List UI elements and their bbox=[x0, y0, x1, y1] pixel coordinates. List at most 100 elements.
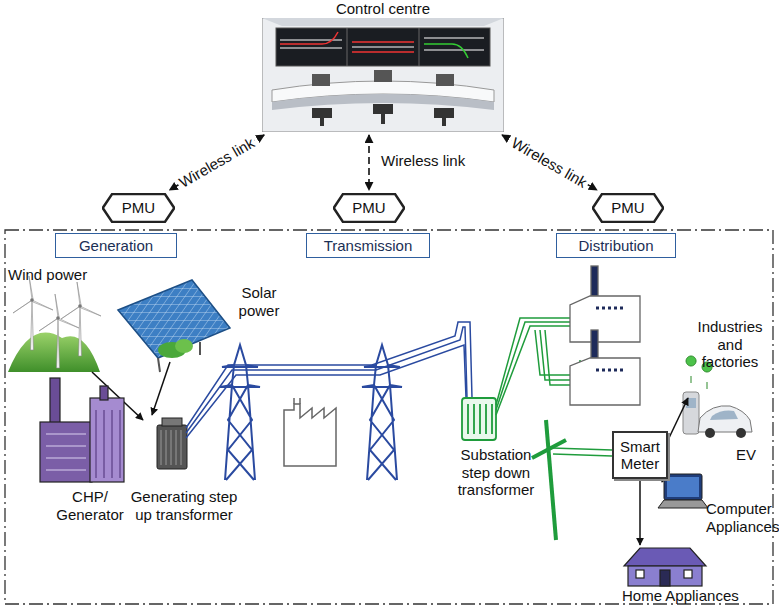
part-label: Substation step down transformer bbox=[448, 446, 544, 499]
wind-farm bbox=[39, 294, 79, 368]
factory bbox=[591, 330, 598, 358]
solar-panel bbox=[118, 280, 230, 372]
pmu-hexagon: PMU bbox=[333, 193, 405, 223]
solar-panel bbox=[175, 339, 193, 353]
part-label: CHP/ Generator bbox=[44, 488, 136, 523]
step-up-transformer bbox=[157, 425, 187, 469]
node-text: PMU bbox=[611, 199, 644, 216]
laptop bbox=[664, 474, 702, 500]
chp-generator bbox=[46, 434, 86, 470]
step-up-transformer bbox=[162, 418, 182, 426]
ev-charger-and-car bbox=[710, 411, 738, 420]
node-text: PMU bbox=[352, 199, 385, 216]
house bbox=[624, 548, 706, 586]
control-room-illustration bbox=[352, 42, 414, 52]
ev-charger-and-car bbox=[736, 428, 746, 438]
house bbox=[636, 570, 644, 578]
chp-generator bbox=[90, 398, 124, 482]
control-room-illustration bbox=[424, 44, 468, 58]
step-down-transformer bbox=[462, 398, 496, 440]
laptop bbox=[658, 500, 708, 508]
step-up-transformer bbox=[157, 418, 187, 469]
wind-farm bbox=[8, 276, 101, 372]
control-room-illustration bbox=[312, 74, 330, 86]
transmission-lines bbox=[186, 327, 467, 433]
house bbox=[624, 548, 706, 566]
control-room-illustration bbox=[312, 104, 454, 126]
distribution-lines bbox=[546, 420, 556, 540]
house bbox=[628, 566, 702, 586]
node-text: Smart Meter bbox=[618, 438, 662, 473]
ev-charger-and-car bbox=[683, 392, 699, 434]
wireless-link-arrow bbox=[368, 135, 370, 190]
control-room-illustration bbox=[352, 46, 414, 47]
wind-farm bbox=[8, 333, 100, 372]
wind-farm bbox=[13, 276, 53, 350]
ev-charger-and-car bbox=[686, 356, 696, 383]
control-room-illustration bbox=[276, 28, 490, 66]
link-label: Wireless link bbox=[175, 133, 260, 192]
link-label: Wireless link bbox=[379, 153, 467, 170]
part-label: Wind power bbox=[8, 266, 98, 284]
section-box: Generation bbox=[55, 233, 177, 258]
chp-generator bbox=[40, 378, 124, 482]
transmission-lines bbox=[186, 345, 466, 438]
node-text: Control centre bbox=[262, 0, 504, 17]
control-room-illustration bbox=[374, 70, 392, 82]
step-down-transformer bbox=[468, 404, 492, 434]
factory bbox=[596, 369, 623, 372]
house bbox=[660, 570, 670, 586]
ev-charger-and-car bbox=[698, 406, 752, 432]
chp-generator bbox=[96, 410, 120, 478]
node-text: Transmission bbox=[324, 237, 413, 254]
plant-building bbox=[284, 398, 336, 466]
pmu-hexagon: PMU bbox=[102, 193, 175, 223]
part-label: Generating step up transformer bbox=[130, 488, 238, 523]
factory bbox=[570, 296, 640, 342]
laptop bbox=[667, 477, 699, 497]
step-up-transformer bbox=[161, 430, 181, 465]
control-room-illustration bbox=[436, 74, 454, 86]
link-label: Wireless link bbox=[507, 133, 592, 191]
pmu-hexagon: PMU bbox=[592, 193, 664, 223]
hexagon-outline bbox=[334, 194, 405, 222]
control-room-illustration bbox=[262, 18, 504, 132]
hexagon-outline bbox=[593, 194, 664, 222]
node-text: Generation bbox=[79, 237, 153, 254]
smart-meter-box: Smart Meter bbox=[612, 431, 668, 479]
feed-arrow bbox=[152, 362, 170, 415]
part-label: Solar power bbox=[230, 284, 288, 319]
plant-building bbox=[284, 404, 336, 466]
part-label: Industries and factories bbox=[688, 318, 772, 371]
control-room-illustration bbox=[280, 32, 338, 44]
meter-arrow bbox=[639, 480, 641, 545]
power-grid-illustration bbox=[220, 345, 260, 480]
power-grid-illustration bbox=[362, 345, 402, 480]
laptop bbox=[658, 474, 708, 508]
meter-arrow bbox=[668, 398, 688, 440]
grid-region-frame bbox=[5, 230, 773, 604]
chp-generator bbox=[100, 386, 108, 400]
chp-generator bbox=[50, 378, 60, 423]
hexagon-outline bbox=[103, 194, 175, 222]
control-room-illustration bbox=[262, 18, 504, 26]
control-room-illustration bbox=[262, 18, 504, 132]
chp-generator bbox=[40, 422, 92, 482]
distribution-lines bbox=[496, 300, 612, 540]
house bbox=[684, 570, 692, 578]
factory bbox=[596, 307, 623, 310]
distribution-lines bbox=[552, 448, 612, 450]
plant-building bbox=[294, 398, 300, 404]
section-box: Transmission bbox=[306, 233, 430, 258]
step-down-transformer bbox=[462, 398, 496, 440]
node-text: PMU bbox=[122, 199, 155, 216]
solar-panel bbox=[118, 280, 230, 358]
control-room-illustration bbox=[347, 28, 419, 66]
control-centre: Control centre bbox=[262, 0, 504, 132]
node-text: Distribution bbox=[578, 237, 653, 254]
factory bbox=[570, 266, 640, 405]
wind-farm bbox=[61, 282, 101, 356]
distribution-lines bbox=[553, 454, 612, 456]
part-label: Home Appliances bbox=[622, 587, 762, 605]
